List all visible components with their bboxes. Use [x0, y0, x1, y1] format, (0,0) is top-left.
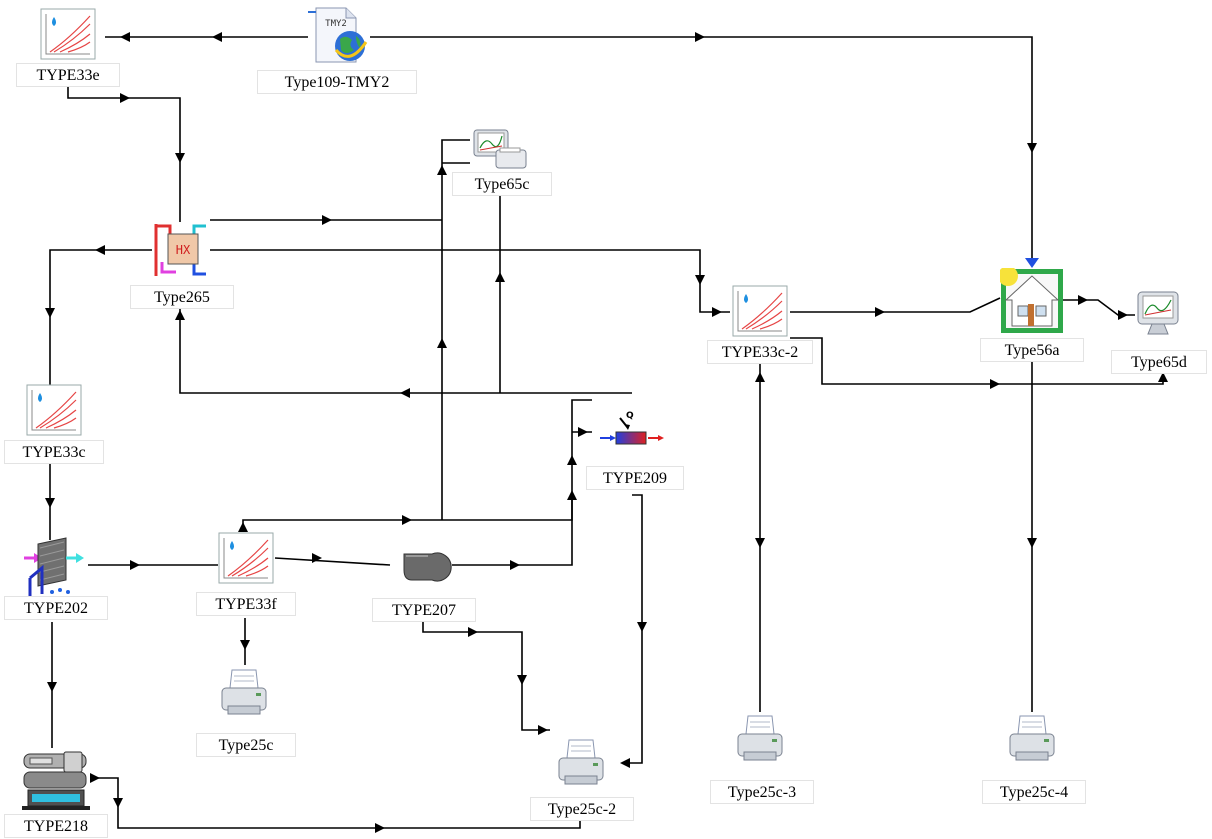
type65d-label: Type65d — [1111, 350, 1207, 374]
evaporative-cooler-icon — [22, 534, 86, 598]
type56a-label: Type56a — [980, 338, 1084, 362]
type218-label: TYPE218 — [4, 814, 108, 838]
tmy2-badge-text: TMY2 — [325, 19, 347, 29]
heat-source-icon: Q — [598, 408, 666, 448]
type207-label: TYPE207 — [372, 598, 476, 622]
type209-component[interactable]: Q — [598, 408, 666, 448]
printer-icon — [218, 666, 270, 720]
type265-component[interactable]: HX — [152, 222, 210, 278]
type33e-label: TYPE33e — [16, 63, 120, 87]
tmy2-label: Type109-TMY2 — [257, 70, 417, 94]
type218-component[interactable] — [20, 750, 92, 812]
type25c-4-component[interactable] — [1006, 712, 1058, 766]
online-plotter-icon — [1134, 290, 1184, 338]
hx-badge-text: HX — [176, 243, 191, 257]
type202-component[interactable] — [22, 534, 86, 598]
psychrometric-chart-icon — [26, 384, 82, 436]
type25c-2-component[interactable] — [555, 736, 607, 790]
type33c-2-component[interactable] — [732, 285, 788, 337]
type265-label: Type265 — [130, 285, 234, 309]
printer-icon — [734, 712, 786, 766]
type33c-label: TYPE33c — [4, 440, 104, 464]
type25c-3-label: Type25c-3 — [710, 780, 814, 804]
type207-component[interactable] — [398, 550, 454, 584]
building-house-icon — [1000, 268, 1064, 334]
chiller-icon — [20, 750, 92, 812]
type25c-label: Type25c — [196, 733, 296, 757]
printer-icon — [1006, 712, 1058, 766]
type209-label: TYPE209 — [586, 466, 684, 490]
weather-data-globe-icon: TMY2 — [306, 6, 370, 66]
tmy2-component[interactable]: TMY2 — [306, 6, 370, 66]
online-plotter-icon — [470, 128, 530, 172]
type209-badge-text: Q — [626, 411, 634, 421]
type56a-component[interactable] — [1000, 268, 1064, 334]
heat-exchanger-icon: HX — [152, 222, 210, 278]
type33f-component[interactable] — [218, 532, 274, 584]
type65d-component[interactable] — [1134, 290, 1184, 338]
building-weather-input-icon — [1025, 258, 1039, 268]
psychrometric-chart-icon — [218, 532, 274, 584]
type33c-component[interactable] — [26, 384, 82, 436]
type25c-4-label: Type25c-4 — [982, 780, 1086, 804]
psychrometric-chart-icon — [40, 8, 96, 60]
type33f-label: TYPE33f — [196, 592, 296, 616]
type65c-component[interactable] — [470, 128, 530, 172]
psychrometric-chart-icon — [732, 285, 788, 337]
printer-icon — [555, 736, 607, 790]
type25c-2-label: Type25c-2 — [530, 797, 634, 821]
fan-icon — [398, 550, 454, 584]
type202-label: TYPE202 — [4, 596, 108, 620]
type25c-component[interactable] — [218, 666, 270, 720]
type65c-label: Type65c — [452, 172, 552, 196]
type25c-3-component[interactable] — [734, 712, 786, 766]
type33c-2-label: TYPE33c-2 — [707, 340, 813, 364]
type33e-component[interactable] — [40, 8, 96, 60]
connection-arrows — [45, 32, 1168, 833]
